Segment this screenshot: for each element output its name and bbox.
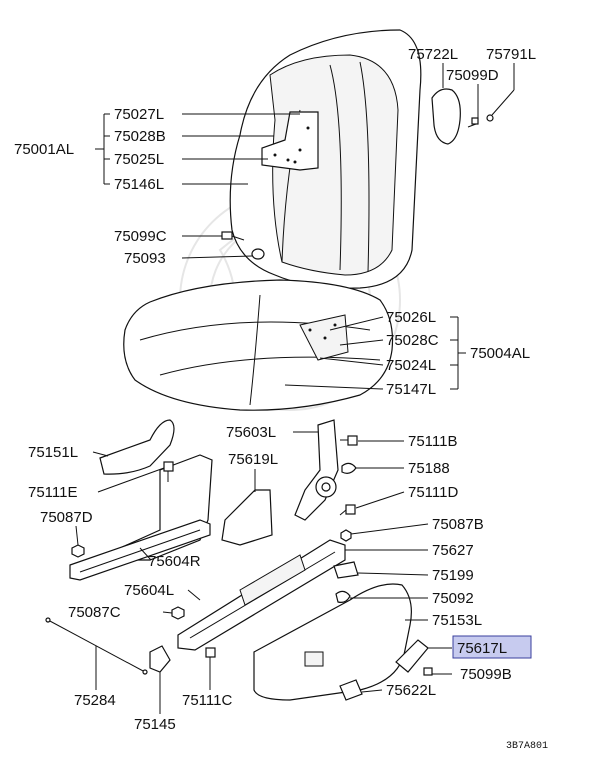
label-75028b[interactable]: 75028B xyxy=(114,128,166,145)
part-labels: 75722L 75791L 75099D 75027L 75028B 75001… xyxy=(14,46,548,752)
rail-75604l xyxy=(177,539,346,651)
label-75099b[interactable]: 75099B xyxy=(460,666,512,683)
label-75153l[interactable]: 75153L xyxy=(432,612,482,629)
label-75604l[interactable]: 75604L xyxy=(124,582,174,599)
label-75617l[interactable]: 75617L xyxy=(457,640,507,657)
label-75146l[interactable]: 75146L xyxy=(114,176,164,193)
side-cover-75151l xyxy=(99,419,175,475)
label-75087b[interactable]: 75087B xyxy=(432,516,484,533)
label-75092[interactable]: 75092 xyxy=(432,590,474,607)
bolt-75111b xyxy=(340,435,358,446)
cap-75188 xyxy=(341,462,357,474)
label-75099c[interactable]: 75099C xyxy=(114,228,167,245)
nut-75087c xyxy=(171,606,185,620)
label-75147l[interactable]: 75147L xyxy=(386,381,436,398)
seat-cushion xyxy=(123,279,394,411)
drawing-code: 3B7A801 xyxy=(506,741,548,752)
label-75199[interactable]: 75199 xyxy=(432,567,474,584)
label-75627[interactable]: 75627 xyxy=(432,542,474,559)
label-75619l[interactable]: 75619L xyxy=(228,451,278,468)
recliner-75603l xyxy=(294,419,339,521)
clip-75791l xyxy=(486,114,494,122)
leader-lines xyxy=(75,63,515,714)
label-75151l[interactable]: 75151L xyxy=(28,444,78,461)
label-75791l[interactable]: 75791L xyxy=(486,46,536,63)
cover-75145 xyxy=(149,645,171,673)
back-frame-bracket xyxy=(261,111,319,171)
label-75087d[interactable]: 75087D xyxy=(40,509,93,526)
label-75093[interactable]: 75093 xyxy=(124,250,166,267)
side-shield-75153l xyxy=(253,583,412,701)
label-75027l[interactable]: 75027L xyxy=(114,106,164,123)
label-75025l[interactable]: 75025L xyxy=(114,151,164,168)
knob-75622l xyxy=(339,679,363,701)
label-75004al[interactable]: 75004AL xyxy=(470,345,530,362)
bolt-75111d xyxy=(339,504,356,516)
label-75284[interactable]: 75284 xyxy=(74,692,116,709)
label-75099d[interactable]: 75099D xyxy=(446,67,499,84)
label-75722l[interactable]: 75722L xyxy=(408,46,458,63)
label-75111e[interactable]: 75111E xyxy=(28,484,78,501)
label-75603l[interactable]: 75603L xyxy=(226,424,276,441)
recliner-knob-cover xyxy=(431,88,461,145)
bracket-75619l xyxy=(221,489,273,546)
label-75028c[interactable]: 75028C xyxy=(386,332,439,349)
bushing-75093 xyxy=(251,248,265,260)
rail-75604r xyxy=(69,519,211,581)
bolt-75111c xyxy=(205,647,216,668)
label-75604r[interactable]: 75604R xyxy=(148,553,201,570)
label-75622l[interactable]: 75622L xyxy=(386,682,436,699)
label-75111c[interactable]: 75111C xyxy=(182,692,232,709)
screw-75099b xyxy=(423,667,433,676)
label-75111d[interactable]: 75111D xyxy=(408,484,458,501)
label-75188[interactable]: 75188 xyxy=(408,460,450,477)
label-75087c[interactable]: 75087C xyxy=(68,604,121,621)
screw-75099d xyxy=(467,117,479,128)
label-75111b[interactable]: 75111B xyxy=(408,433,458,450)
label-75024l[interactable]: 75024L xyxy=(386,357,436,374)
nut-75087d xyxy=(71,544,85,558)
nut-75087b xyxy=(340,529,352,542)
clip-75092 xyxy=(335,590,351,603)
label-75026l[interactable]: 75026L xyxy=(386,309,436,326)
highlight-box-75617l xyxy=(452,635,532,659)
label-75145[interactable]: 75145 xyxy=(134,716,176,733)
label-75001al[interactable]: 75001AL xyxy=(14,141,74,158)
cover-75199 xyxy=(333,561,359,579)
bolt-75111e xyxy=(163,461,174,482)
